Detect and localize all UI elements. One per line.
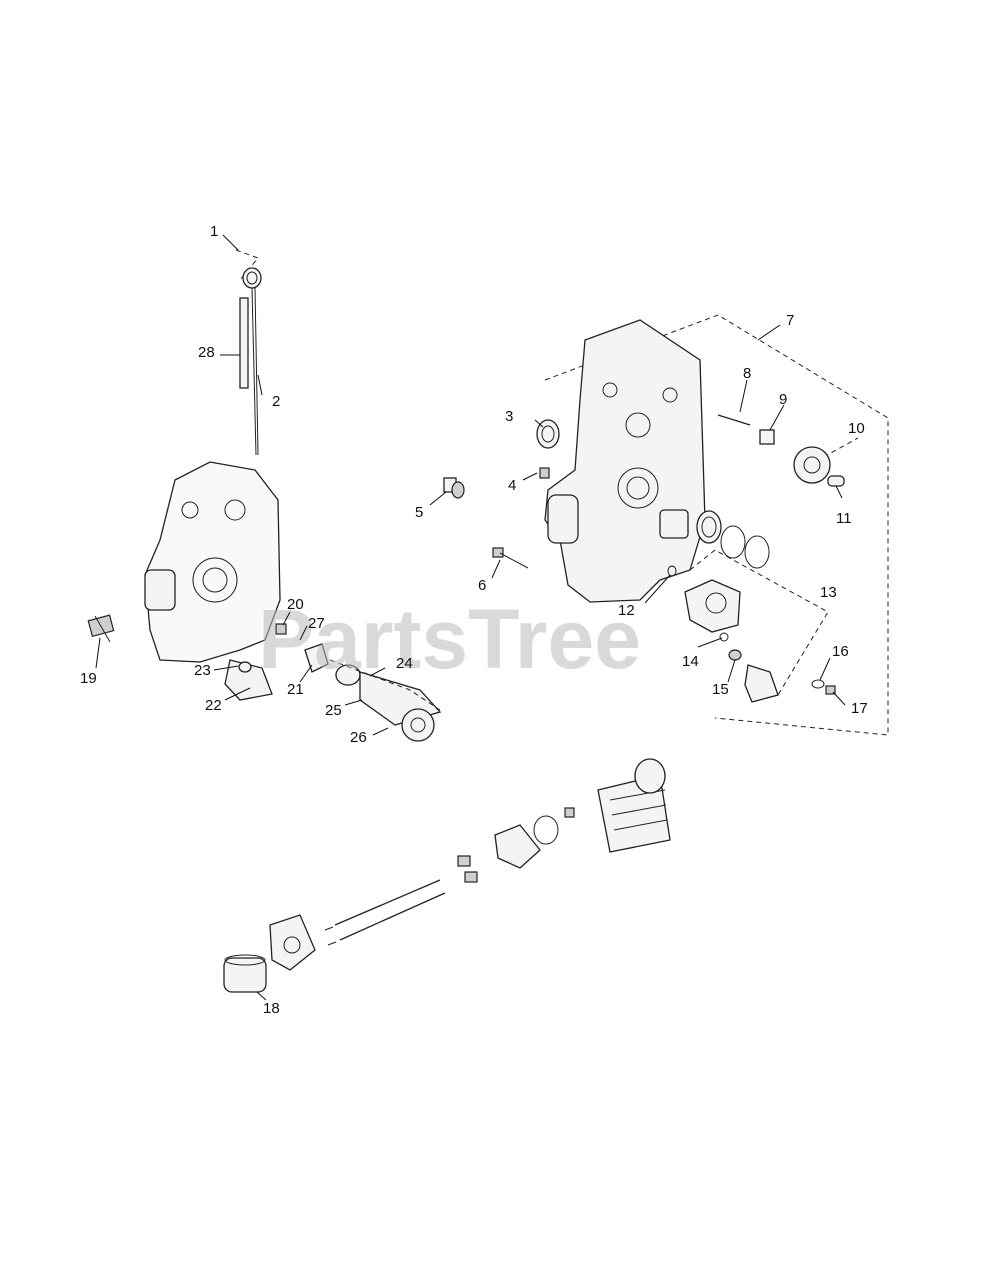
callout-8: 8 [743,365,751,382]
callout-6: 6 [478,577,486,594]
closure-plate-main[interactable] [544,314,889,736]
callout-24: 24 [396,655,413,672]
oil-sender-5[interactable] [443,477,465,499]
plug-4[interactable] [539,467,550,479]
oil-cooler-hoses[interactable] [324,879,446,946]
callout-16: 16 [832,643,849,660]
callout-22: 22 [205,697,222,714]
bushing-9[interactable] [759,429,775,445]
callout-14: 14 [682,653,699,670]
shaft-11[interactable] [827,475,845,487]
callout-19: 19 [80,670,97,687]
callout-25: 25 [325,702,342,719]
left-pump-parts[interactable] [224,623,442,742]
bolt-6[interactable] [492,547,529,569]
callout-12: 12 [618,602,635,619]
callout-labels: 1 2 3 4 5 6 7 8 9 10 11 12 13 14 15 16 1… [80,223,868,1017]
callout-27: 27 [308,615,325,632]
callout-13: 13 [820,584,837,601]
gear-10[interactable] [793,437,859,484]
gaskets[interactable] [667,510,770,577]
callout-20: 20 [287,596,304,613]
callout-7: 7 [786,312,794,329]
callout-28: 28 [198,344,215,361]
callout-1: 1 [210,223,218,240]
pin-8[interactable] [717,414,751,426]
callout-23: 23 [194,662,211,679]
leader-lines [95,234,846,1001]
closure-plate-left[interactable] [144,461,281,663]
watermark: PartsTree [258,592,641,686]
callout-11: 11 [836,510,852,527]
oil-pump-13[interactable] [684,549,836,703]
callout-2: 2 [272,393,280,410]
callout-17: 17 [851,700,868,717]
callout-5: 5 [415,504,423,521]
callout-4: 4 [508,477,516,494]
callout-18: 18 [263,1000,280,1017]
oil-cooler-assembly[interactable] [457,758,671,883]
stud-19[interactable] [87,614,115,643]
callout-26: 26 [350,729,367,746]
callout-9: 9 [779,391,787,408]
oil-filter-18[interactable] [223,914,316,993]
callout-21: 21 [287,681,304,698]
callout-10: 10 [848,420,865,437]
callout-15: 15 [712,681,729,698]
callout-3: 3 [505,408,513,425]
dipstick-assembly[interactable] [235,249,262,456]
